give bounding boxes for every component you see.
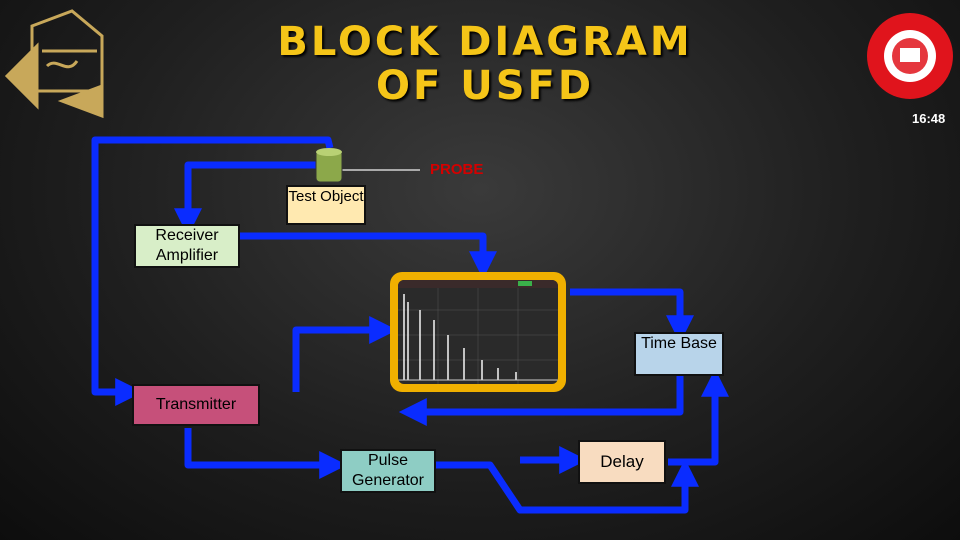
test-object-label: Test Object [288,188,364,205]
railways-seal-logo [866,6,956,111]
receiver-amplifier-block: Receiver Amplifier [134,224,240,268]
a-scan-trace [398,280,558,384]
probe-label: PROBE [430,161,484,178]
test-object-block: Test Object [286,185,366,225]
institute-logo [2,6,112,131]
pulse-generator-label: Pulse Generator [351,452,425,489]
transmitter-label: Transmitter [155,396,237,413]
a-scan-screen [398,280,558,384]
title-line-1: BLOCK DIAGRAM [277,19,693,65]
receiver-amplifier-label: Receiver Amplifier [155,227,219,264]
time-base-block: Time Base [634,332,724,376]
transmitter-block: Transmitter [132,384,260,426]
pulse-generator-block: Pulse Generator [340,449,436,493]
probe-icon [315,148,343,183]
time-base-label: Time Base [641,335,717,352]
delay-label: Delay [600,452,644,471]
a-scan-display [390,272,566,392]
title-line-2: OF USFD [375,63,595,109]
delay-block: Delay [578,440,666,484]
page-title: BLOCK DIAGRAM OF USFD [250,20,720,108]
clock: 16:48 [912,111,946,126]
